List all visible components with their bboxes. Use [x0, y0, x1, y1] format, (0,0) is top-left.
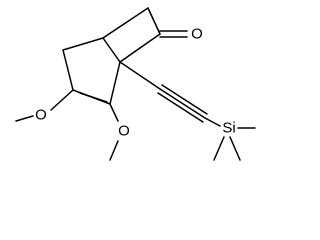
bond-c8-c1 [109, 61, 121, 105]
bond-c5-c6 [62, 37, 104, 51]
silicon-label: Si [222, 120, 235, 137]
carbonyl-oxygen-label: O [191, 26, 203, 43]
bond-c1-alkyne [119, 61, 161, 90]
bond-c6-c7 [62, 49, 74, 91]
bond-o2-methyl [109, 140, 119, 161]
bond-c1-c5 [102, 37, 121, 63]
bond-si-methyl-down-right [229, 136, 241, 161]
bond-lines [15, 7, 256, 161]
atom-labels: O O O Si [35, 26, 236, 140]
methoxy-oxygen-label-1: O [35, 107, 47, 124]
bond-c3-c1 [119, 33, 161, 63]
bond-c7-c8-inner [79, 92, 108, 103]
bond-alkyne-triple-1 [159, 88, 206, 119]
bond-si-methyl-down [213, 136, 225, 161]
methoxy-oxygen-label-2: O [118, 123, 130, 140]
bond-alkyne-triple-3 [157, 92, 204, 123]
bond-o1-methyl [15, 115, 34, 122]
bond-c7-o1 [50, 89, 74, 111]
bond-c8-o2 [109, 103, 119, 122]
bond-c4-c3 [147, 7, 161, 35]
bond-c5-c4 [102, 7, 149, 39]
bond-alkyne-triple-2 [161, 84, 208, 115]
chemical-structure-diagram: O O O Si [15, 7, 256, 161]
bond-alkyne-si [204, 117, 221, 127]
